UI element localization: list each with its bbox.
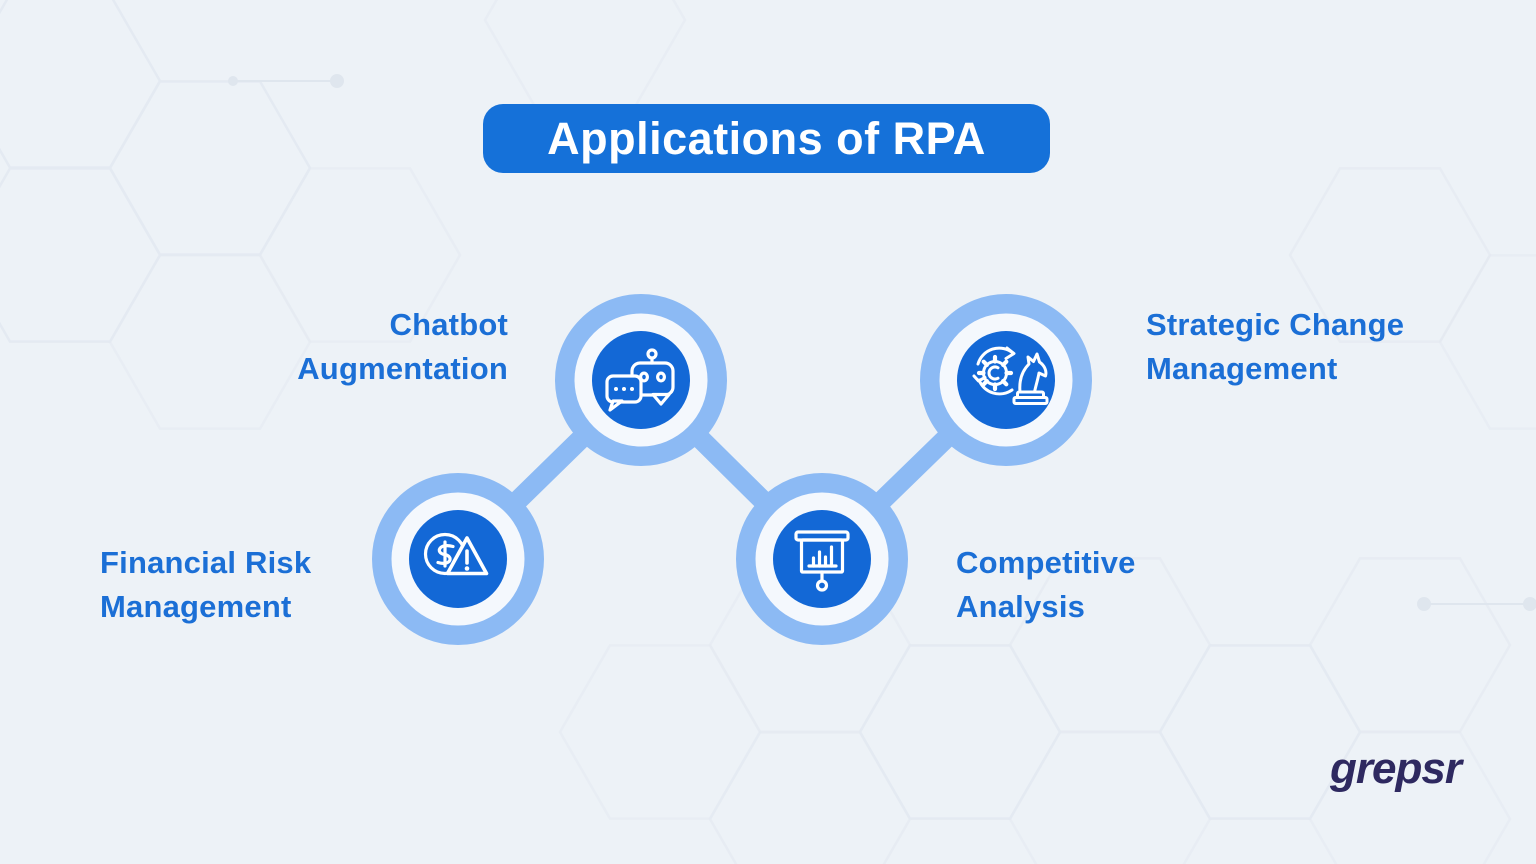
node-strategic-change-management bbox=[920, 294, 1092, 466]
node-financial-risk-management bbox=[372, 473, 544, 645]
label-competitive-analysis: Competitive Analysis bbox=[956, 545, 1136, 624]
page-title: Applications of RPA bbox=[547, 112, 986, 164]
label-chatbot-augmentation: Chatbot Augmentation bbox=[297, 307, 508, 386]
dollar-coin-warning-icon bbox=[372, 473, 544, 645]
node-competitive-analysis bbox=[736, 473, 908, 645]
node-chatbot-augmentation bbox=[555, 294, 727, 466]
grepsr-logo: grepsr bbox=[1330, 744, 1462, 793]
label-financial-risk-management: Financial Risk Management bbox=[100, 545, 312, 624]
title-badge: Applications of RPA bbox=[483, 104, 1050, 173]
presentation-bar-chart-icon bbox=[736, 473, 908, 645]
gear-knight-arrows-icon bbox=[920, 294, 1092, 466]
label-strategic-change-management: Strategic Change Management bbox=[1146, 307, 1405, 386]
chatbot-robot-speech-icon bbox=[555, 294, 727, 466]
